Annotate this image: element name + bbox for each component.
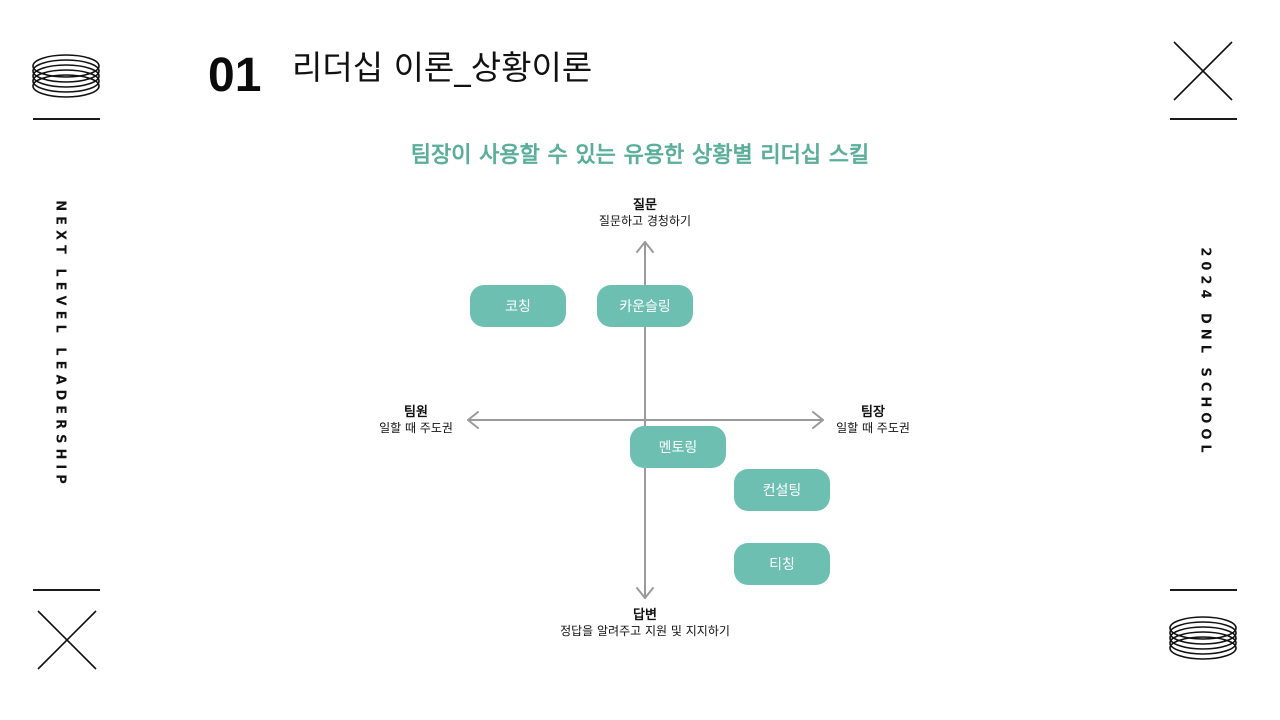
rings-icon [1169, 616, 1237, 660]
axis-left-title: 팀원 [404, 405, 428, 420]
axis-right-sub: 일할 때 주도권 [836, 421, 910, 435]
axis-right-label: 팀장 일할 때 주도권 [813, 405, 933, 436]
arrow-up [636, 241, 654, 253]
left-bottom-divider [33, 589, 100, 591]
rings-icon [32, 54, 100, 98]
right-top-divider [1170, 118, 1237, 120]
axis-bottom-title: 답변 [633, 608, 657, 623]
axis-top-title: 질문 [633, 198, 657, 213]
arrow-right [812, 411, 824, 429]
skill-coaching: 코칭 [470, 285, 566, 327]
axis-left-label: 팀원 일할 때 주도권 [356, 405, 476, 436]
skill-mentoring: 멘토링 [630, 426, 726, 468]
skill-consulting: 컨설팅 [734, 469, 830, 511]
axis-right-title: 팀장 [861, 405, 885, 420]
axis-top-sub: 질문하고 경청하기 [598, 214, 692, 228]
axis-bottom-sub: 정답을 알려주고 지원 및 지지하기 [560, 624, 730, 638]
cross-icon [37, 610, 97, 670]
right-bottom-divider [1170, 589, 1237, 591]
arrow-down [636, 587, 654, 599]
skill-teaching: 티칭 [734, 543, 830, 585]
arrow-left [467, 411, 479, 429]
left-top-divider [33, 118, 100, 120]
diagram-subtitle: 팀장이 사용할 수 있는 유용한 상황별 리더십 스킬 [410, 142, 870, 168]
axis-bottom-label: 답변 정답을 알려주고 지원 및 지지하기 [520, 608, 770, 639]
axis-top-label: 질문 질문하고 경청하기 [545, 198, 745, 229]
cross-icon [1173, 41, 1233, 101]
axis-left-sub: 일할 때 주도권 [379, 421, 453, 435]
slide-number: 01 [208, 49, 262, 102]
slide-title: 리더십 이론_상황이론 [292, 48, 593, 87]
skill-counseling: 카운슬링 [597, 285, 693, 327]
